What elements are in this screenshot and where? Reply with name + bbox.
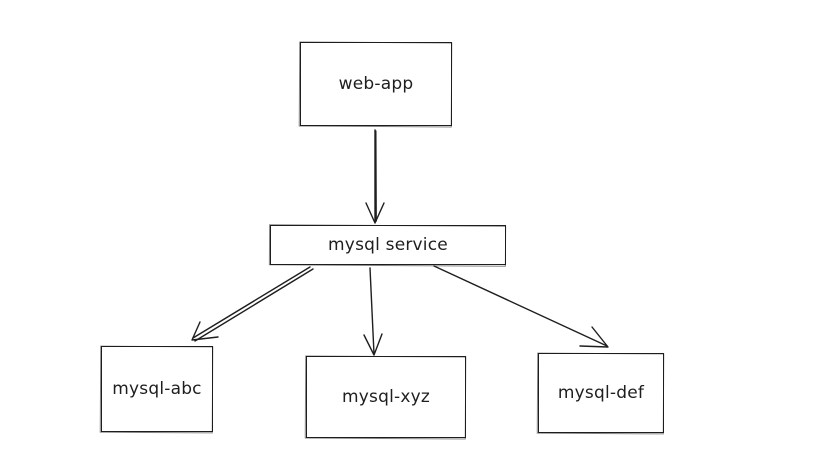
edge-webapp-to-service [365, 129, 385, 224]
edge-service-to-xyz [363, 267, 383, 356]
edge-service-to-def [433, 265, 609, 348]
node-web-app[interactable]: web-app [300, 42, 452, 126]
node-mysql-service[interactable]: mysql service [270, 225, 506, 265]
node-mysql-def[interactable]: mysql-def [538, 353, 664, 433]
node-mysql-xyz[interactable]: mysql-xyz [306, 356, 466, 438]
edge-service-to-abc [191, 266, 314, 342]
node-mysql-abc[interactable]: mysql-abc [101, 346, 213, 432]
